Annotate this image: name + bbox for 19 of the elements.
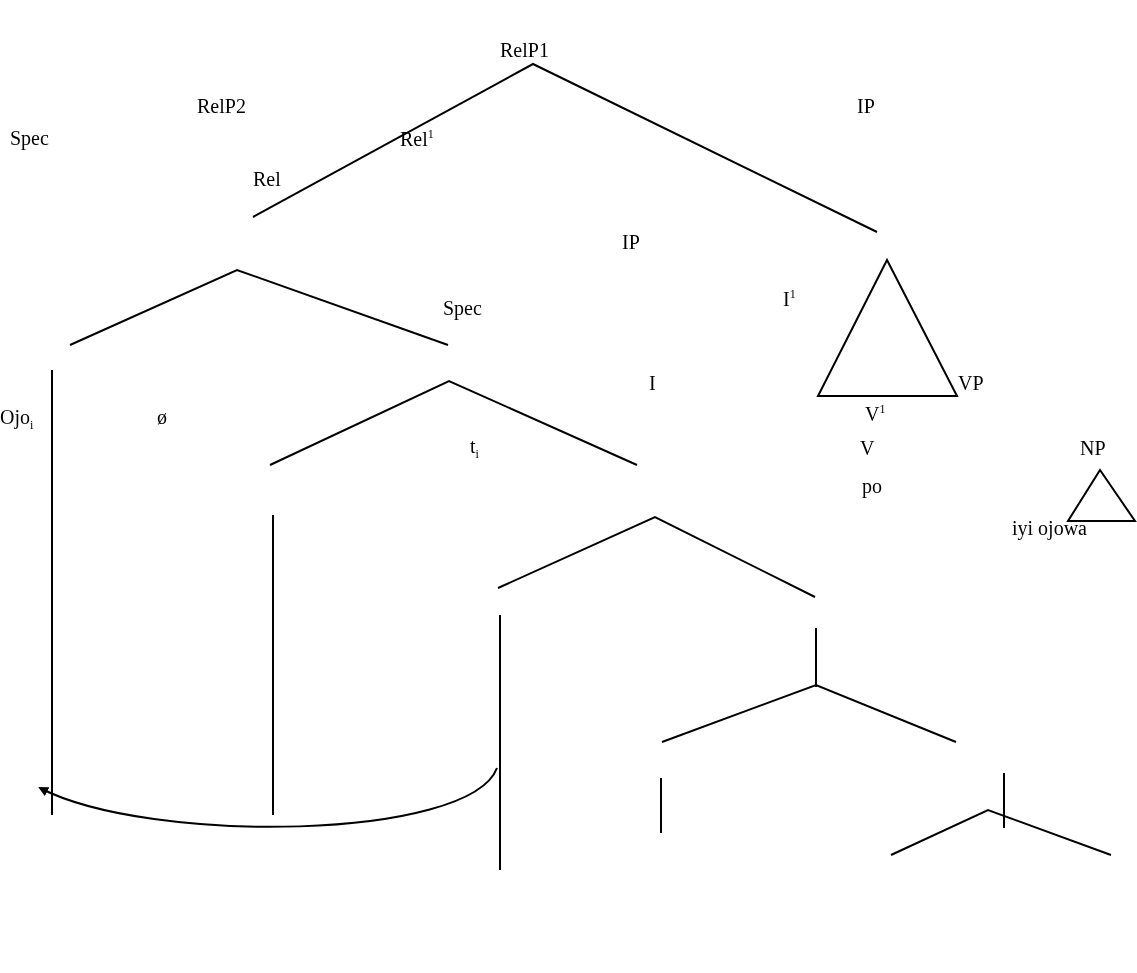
node-label: I	[649, 373, 656, 393]
node-label: IP	[857, 96, 875, 116]
node-label: VP	[958, 373, 984, 393]
node-label: iyi ojowa	[1012, 518, 1087, 538]
node-label: NP	[1080, 438, 1106, 458]
node-label: Rel$^{1}$	[400, 128, 434, 149]
node-label: V	[860, 438, 875, 458]
node-label: Spec	[10, 128, 49, 148]
node-label: RelP2	[197, 96, 246, 116]
node-label: Ojo$_{i}$	[0, 407, 34, 431]
node-label: ø	[157, 407, 167, 427]
node-label: RelP1	[500, 40, 549, 60]
node-label: IP	[622, 232, 640, 252]
node-label: Rel	[253, 169, 281, 189]
node-label: po	[862, 476, 882, 496]
node-label: Spec	[443, 298, 482, 318]
node-label: t$_{i}$	[470, 436, 479, 460]
node-label: V$^{1}$	[865, 403, 886, 424]
node-label: I$^{1}$	[783, 288, 796, 309]
